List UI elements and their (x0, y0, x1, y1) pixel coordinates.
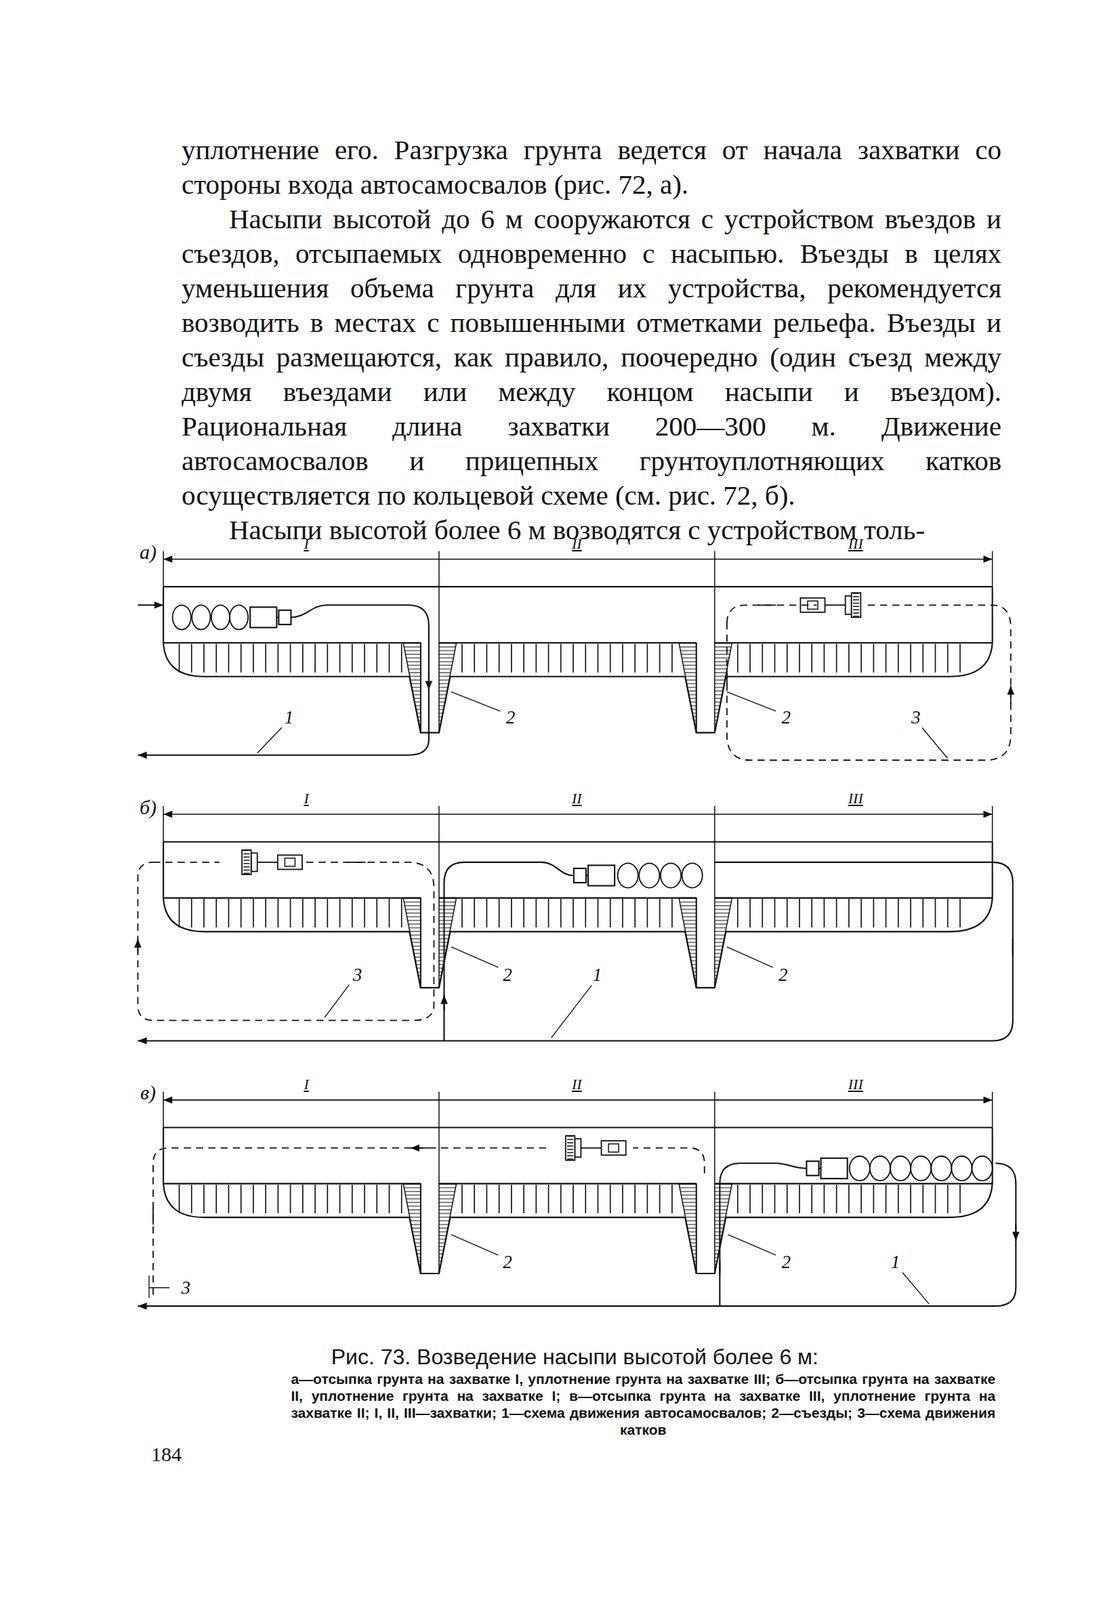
route-arrow (443, 939, 1013, 1011)
leader-line (149, 1235, 929, 1305)
callout-number: 2 (500, 1252, 515, 1274)
dump-truck (573, 865, 615, 886)
section-numeral: III (848, 1075, 864, 1094)
page-number: 184 (151, 1443, 182, 1467)
panel-letter: б) (139, 796, 157, 820)
callout-number: 3 (909, 706, 923, 728)
section-numeral: I (303, 790, 309, 808)
embankment-plan (163, 806, 993, 988)
callout-number: 2 (504, 706, 518, 728)
truck-route (137, 862, 1013, 1042)
body-paragraph: Насыпи высотой до 6 м сооружаются с устр… (181, 201, 1002, 513)
truck-route (137, 1163, 1016, 1307)
truck-route (137, 605, 429, 755)
section-numeral: I (303, 1075, 309, 1094)
panel-v (137, 1092, 1016, 1307)
soil-piles (849, 1156, 993, 1181)
roller-route (153, 1148, 705, 1299)
leader-line (257, 691, 948, 759)
callout-number: 3 (350, 964, 365, 986)
embankment-plan (163, 1092, 993, 1274)
route-arrow (727, 605, 1011, 704)
figure-legend-text: а—отсыпка грунта на захватке I, уплотнен… (290, 1370, 996, 1439)
section-numeral: II (571, 535, 583, 553)
soil-piles (617, 863, 703, 888)
body-paragraph: уплотнение его. Разгрузка грунта ведется… (181, 132, 1002, 202)
embankment-plan (163, 550, 993, 733)
callout-number: 3 (178, 1277, 193, 1299)
soil-piles (172, 605, 249, 630)
callout-number: 1 (590, 964, 605, 986)
leader-line (324, 947, 774, 1039)
truck-route (443, 862, 574, 1042)
text-column: уплотнение его. Разгрузка грунта ведется… (181, 132, 1002, 548)
section-numeral: II (571, 1075, 583, 1094)
callout-number: 2 (500, 964, 515, 986)
section-numeral: I (303, 535, 309, 553)
roller-route (727, 605, 1011, 761)
route-arrow (137, 862, 366, 955)
callout-number: 1 (888, 1252, 903, 1274)
callout-number: 2 (776, 964, 791, 986)
roller (565, 1136, 627, 1161)
section-numeral: III (848, 535, 864, 553)
roller (800, 592, 861, 618)
dump-truck (806, 1158, 847, 1179)
route-arrow (428, 673, 430, 690)
dump-truck (250, 607, 291, 628)
roller (241, 850, 303, 875)
figure-caption: Рис. 73. Возведение насыпи высотой более… (331, 1344, 819, 1371)
callout-number: 1 (282, 706, 297, 728)
panel-b (137, 806, 1013, 1041)
roller-route (137, 862, 434, 1021)
callout-number: 2 (779, 706, 794, 728)
panel-letter: в) (140, 1081, 156, 1105)
panel-letter: а) (139, 540, 157, 564)
panel-a (137, 550, 1011, 761)
section-numeral: III (848, 790, 864, 808)
section-numeral: II (571, 790, 583, 808)
truck-route (137, 604, 164, 606)
truck-route (719, 1163, 807, 1307)
callout-number: 2 (779, 1252, 794, 1274)
route-arrow (153, 1148, 429, 1226)
